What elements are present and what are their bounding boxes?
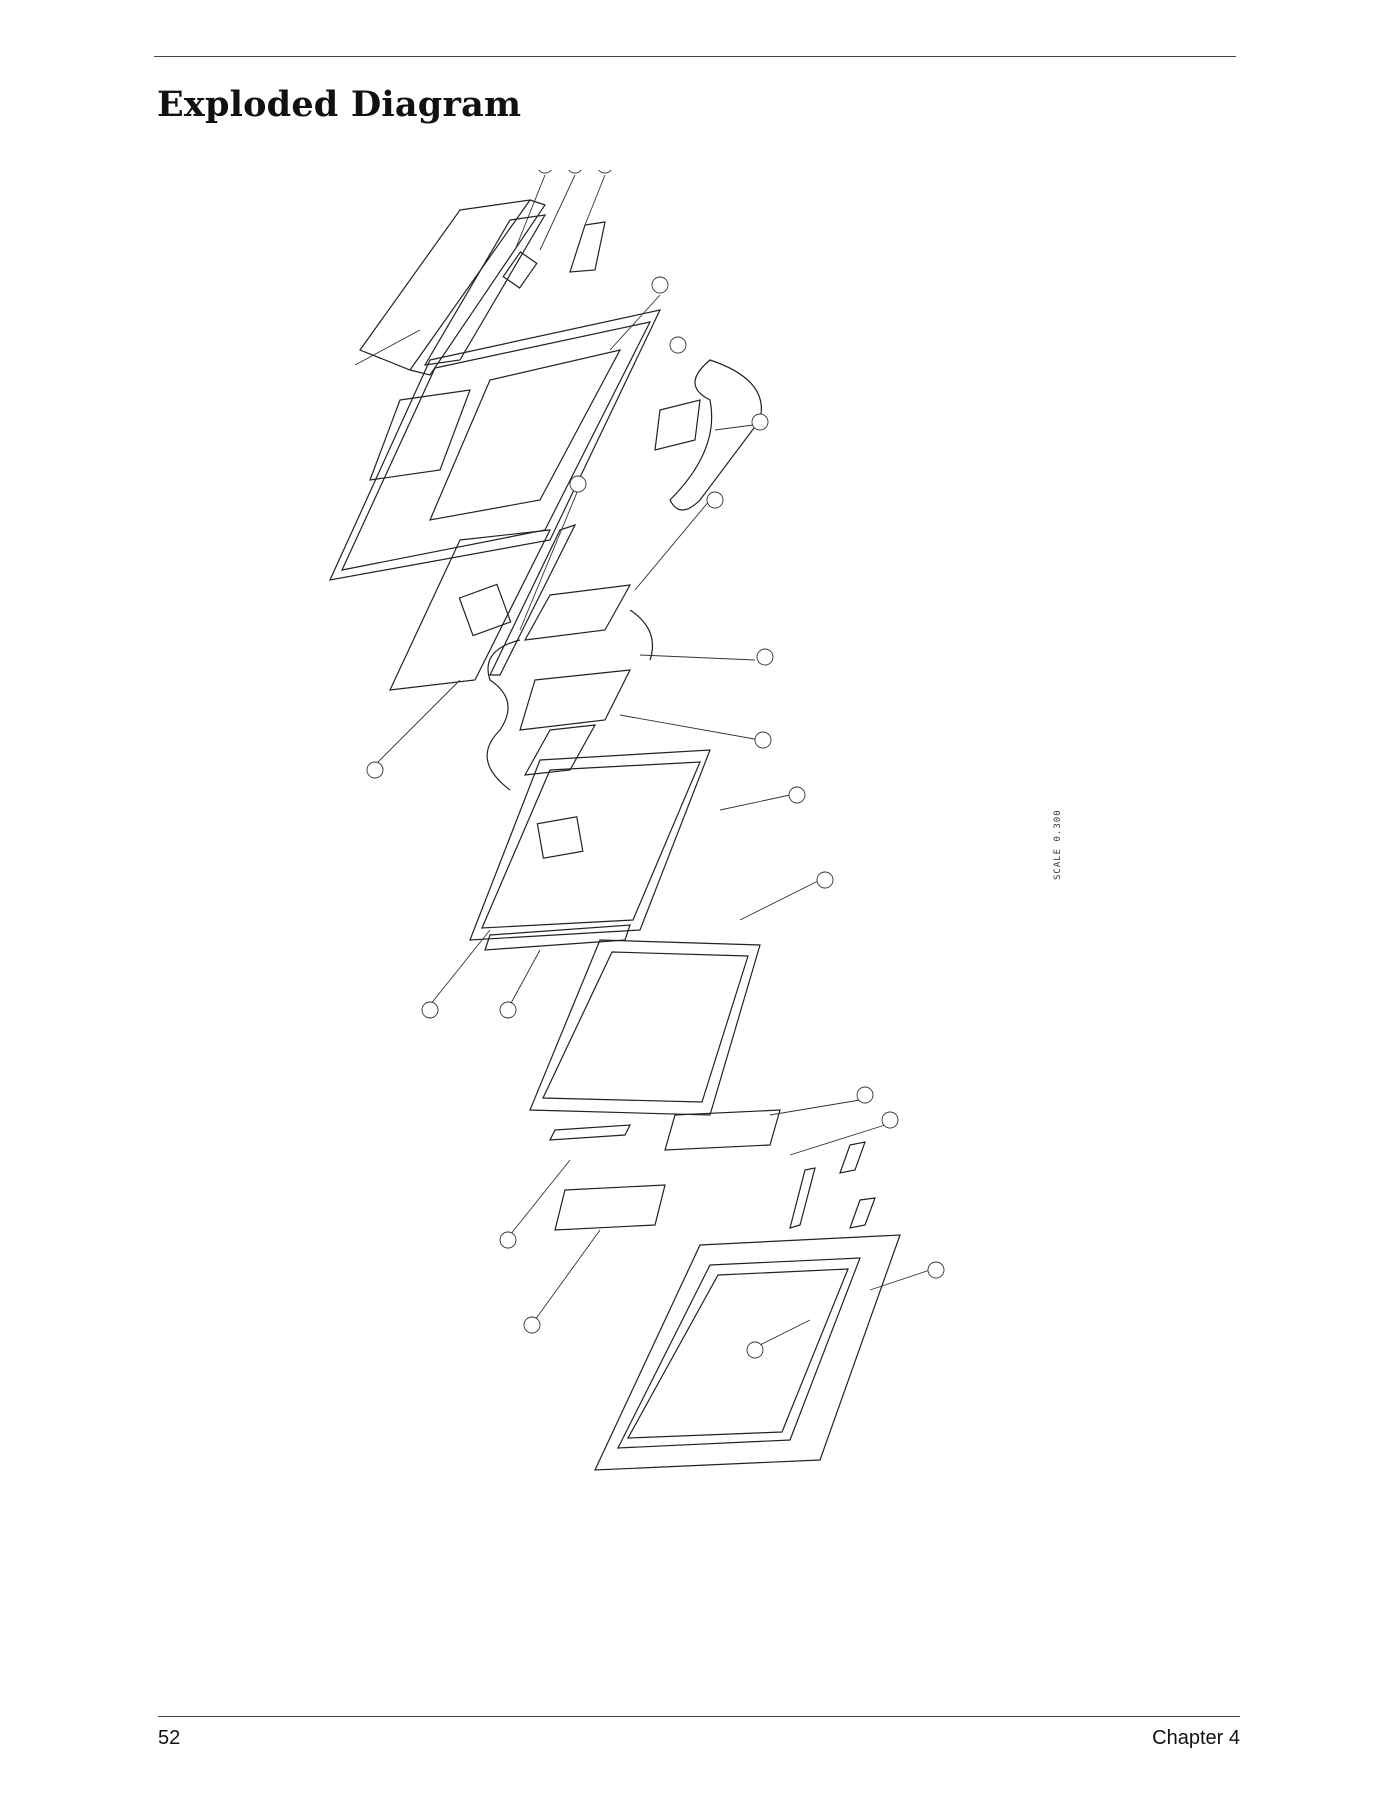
footer-rule [158, 1716, 1240, 1717]
bottom-strip [548, 1124, 632, 1141]
chassis-frame [469, 749, 711, 951]
chapter-label: Chapter 4 [1152, 1727, 1240, 1749]
shield-plate [389, 523, 577, 691]
header-rule [154, 56, 1236, 57]
speaker-right [664, 1109, 781, 1151]
exploded-diagram [278, 156, 1120, 1690]
top-bracket [423, 214, 547, 366]
lcd-panel [529, 939, 761, 1116]
page-number: 52 [158, 1727, 181, 1749]
speaker-left [554, 1184, 666, 1231]
rear-cover-top [359, 199, 546, 376]
page-title: Exploded Diagram [157, 84, 522, 125]
scale-note: SCALE 0.300 [1053, 809, 1063, 880]
main-board [486, 584, 654, 791]
stand-base [654, 359, 762, 511]
control-board [789, 1141, 876, 1229]
front-bezel [594, 1234, 901, 1471]
rear-housing [328, 309, 662, 581]
part-45 [569, 221, 606, 273]
